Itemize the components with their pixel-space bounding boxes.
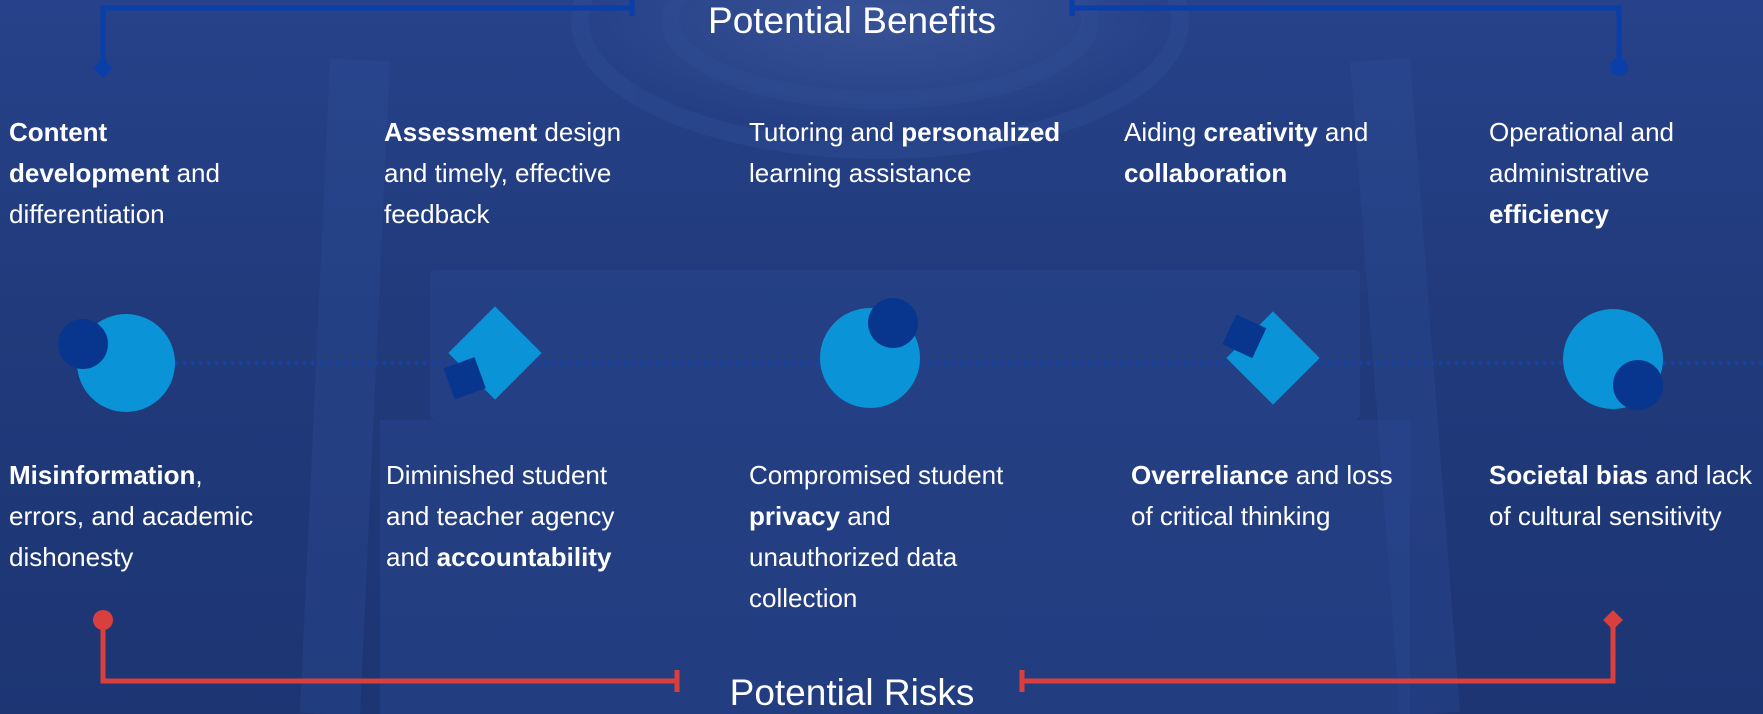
text-line: Assessment design xyxy=(384,112,684,153)
bold-run: Societal bias xyxy=(1489,460,1648,490)
text-line: dishonesty xyxy=(9,537,309,578)
benefit-efficiency: Operational and administrative efficiency xyxy=(1489,112,1759,235)
bold-run: Misinformation xyxy=(9,460,196,490)
text-line: Tutoring and personalized xyxy=(749,112,1089,153)
text-run: Operational and xyxy=(1489,117,1675,147)
text-run: design xyxy=(537,117,622,147)
text-line: Operational and xyxy=(1489,112,1759,153)
text-line: and timely, effective xyxy=(384,153,684,194)
benefit-assessment-design: Assessment design and timely, effective fe… xyxy=(384,112,684,235)
text-line: of cultural sensitivity xyxy=(1489,496,1763,537)
text-line: feedback xyxy=(384,194,684,235)
text-line: unauthorized data xyxy=(749,537,1069,578)
risk-misinformation: Misinformation, errors, and academic disho… xyxy=(9,455,309,578)
text-line: Misinformation, xyxy=(9,455,309,496)
bold-run: accountability xyxy=(436,542,612,572)
text-run: and loss xyxy=(1288,460,1393,490)
risk-societal-bias: Societal bias and lack of cultural sensit… xyxy=(1489,455,1763,537)
text-run: of critical thinking xyxy=(1131,501,1331,531)
text-line: Content xyxy=(9,112,309,153)
benefits-bracket-right xyxy=(1072,5,1622,66)
risks-bracket-right-diamond xyxy=(1603,610,1623,630)
text-line: differentiation xyxy=(9,194,309,235)
text-line: of critical thinking xyxy=(1131,496,1461,537)
benefits-heading: Potential Benefits xyxy=(708,0,996,41)
text-line: efficiency xyxy=(1489,194,1759,235)
bold-run: collaboration xyxy=(1124,158,1288,188)
text-line: Compromised student xyxy=(749,455,1069,496)
text-run: learning assistance xyxy=(749,158,972,188)
text-line: and teacher agency xyxy=(386,496,686,537)
text-run: administrative xyxy=(1489,158,1650,188)
text-run: errors, and academic xyxy=(9,501,254,531)
text-run: unauthorized data xyxy=(749,542,958,572)
risks-bracket-right xyxy=(1022,620,1616,684)
diamond-pair-icon xyxy=(1222,311,1320,405)
text-run: Aiding xyxy=(1124,117,1204,147)
bold-run: creativity xyxy=(1203,117,1318,147)
text-run: dishonesty xyxy=(9,542,134,572)
bold-run: privacy xyxy=(749,501,841,531)
bold-run: development xyxy=(9,158,170,188)
text-run: and xyxy=(1317,117,1369,147)
risks-bracket-left xyxy=(100,620,677,684)
text-line: learning assistance xyxy=(749,153,1089,194)
circle-pair-icon xyxy=(58,314,175,412)
benefits-bracket-left xyxy=(100,5,632,68)
text-run: , xyxy=(195,460,203,490)
bold-run: Overreliance xyxy=(1131,460,1289,490)
text-run: Compromised student xyxy=(749,460,1004,490)
text-run: collection xyxy=(749,583,858,613)
text-line: collection xyxy=(749,578,1069,619)
text-run: of cultural sensitivity xyxy=(1489,501,1722,531)
circle-pair-icon xyxy=(1563,309,1663,410)
benefit-tutoring: Tutoring and personalized learning assist… xyxy=(749,112,1089,194)
text-line: Societal bias and lack xyxy=(1489,455,1763,496)
benefit-creativity: Aiding creativity and collaboration xyxy=(1124,112,1444,194)
text-run: Tutoring and xyxy=(749,117,902,147)
circle-pair-icon xyxy=(820,298,920,408)
text-line: and accountability xyxy=(386,537,686,578)
text-line: Diminished student xyxy=(386,455,686,496)
text-run: and xyxy=(386,542,437,572)
diamond-pair-icon xyxy=(443,306,542,400)
text-run: and lack xyxy=(1647,460,1753,490)
benefits-bracket xyxy=(100,0,1622,68)
text-line: development and xyxy=(9,153,309,194)
risk-overreliance: Overreliance and loss of critical thinkin… xyxy=(1131,455,1461,537)
bold-run: Content xyxy=(9,117,108,147)
bold-run: Assessment xyxy=(384,117,538,147)
text-line: collaboration xyxy=(1124,153,1444,194)
risk-privacy: Compromised student privacy and unauthoriz… xyxy=(749,455,1069,619)
text-line: errors, and academic xyxy=(9,496,309,537)
text-line: Aiding creativity and xyxy=(1124,112,1444,153)
bold-run: efficiency xyxy=(1489,199,1609,229)
text-run: feedback xyxy=(384,199,490,229)
text-run: and xyxy=(169,158,220,188)
risks-heading: Potential Risks xyxy=(729,672,975,713)
text-line: Overreliance and loss xyxy=(1131,455,1461,496)
risk-diminished-agency: Diminished student and teacher agency and … xyxy=(386,455,686,578)
risks-bracket-left-dot xyxy=(93,610,113,630)
benefits-bracket-right-dot xyxy=(1610,58,1628,76)
bold-run: personalized xyxy=(901,117,1061,147)
text-run: and timely, effective xyxy=(384,158,612,188)
text-line: privacy and xyxy=(749,496,1069,537)
text-run: differentiation xyxy=(9,199,165,229)
text-run: Diminished student xyxy=(386,460,608,490)
text-run: and xyxy=(840,501,891,531)
text-line: administrative xyxy=(1489,153,1759,194)
benefits-bracket-left-diamond xyxy=(93,58,113,78)
text-run: and teacher agency xyxy=(386,501,615,531)
risks-bracket xyxy=(100,620,1616,692)
